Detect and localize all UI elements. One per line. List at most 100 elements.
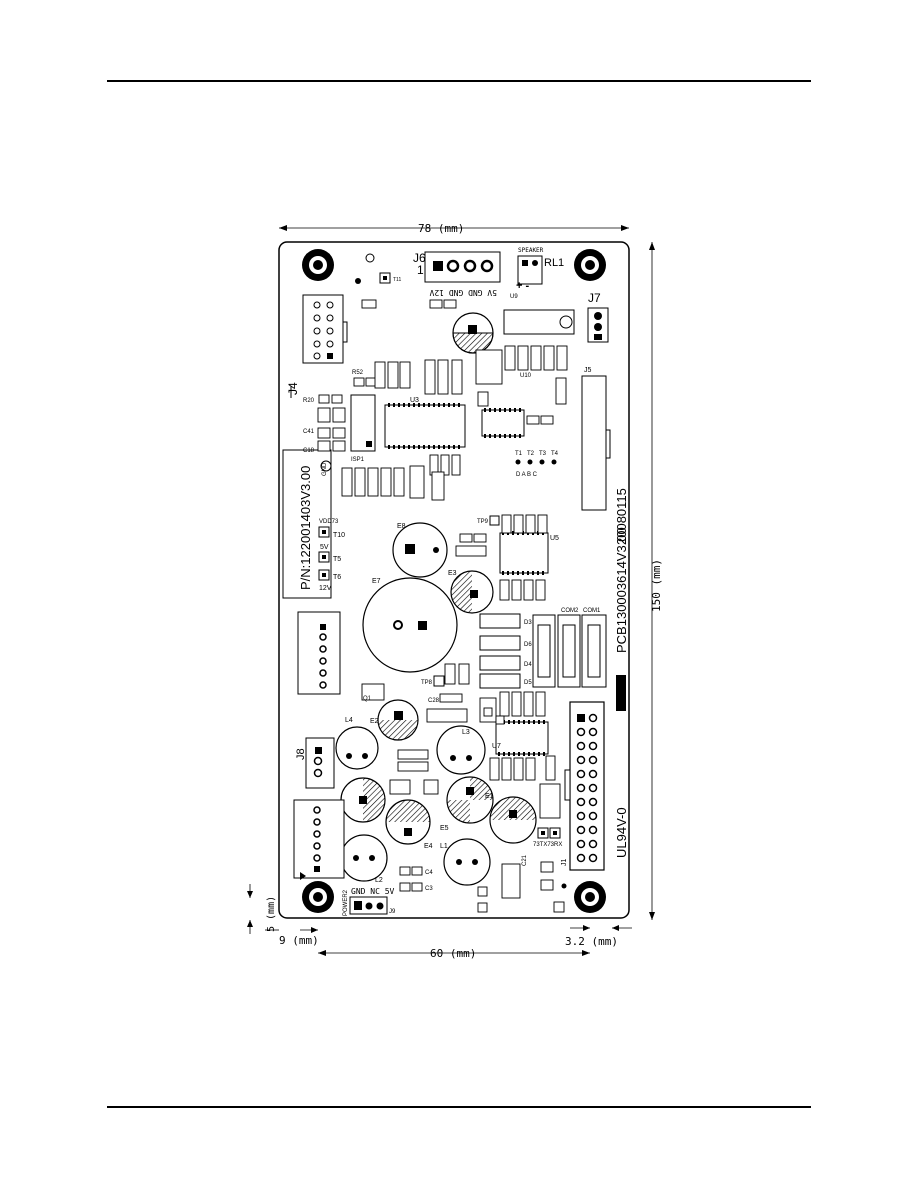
t10-label: T10 [333,532,345,539]
com1-label: COM1 [583,608,601,614]
resistor-r52: R52 [352,370,364,376]
capacitor-c41: C41 [303,429,315,435]
t6-label: T6 [333,574,341,581]
t5-label: T5 [333,556,341,563]
fiducial-mark [355,278,361,284]
board-outline [278,241,630,919]
capacitor-e7: E7 [362,577,458,673]
t4-label: T4 [551,451,559,457]
resistor-r20: R20 [303,398,315,404]
dimension-right-margin: 3.2 (mm) [565,925,632,948]
u3-label: U3 [410,397,419,404]
header-rule [107,80,811,82]
d4-label: D4 [524,662,532,668]
connector-rl1: SPEAKER RL1 + - [516,247,564,292]
rl1-caption: SPEAKER [518,247,544,254]
rl1-polarity: + - [516,280,529,292]
gnd-label: GND [322,462,328,476]
u5-label: U5 [550,535,559,542]
ic-u10: U10 [481,373,532,438]
txrx-label: 73TX73RX [533,842,562,848]
fiducial-mark [365,253,375,263]
connector-j5: J5 [581,367,611,511]
connector-j3 [297,611,341,695]
mounting-hole [302,249,334,281]
connector-j7: J7 [587,291,609,343]
test-point-tp9: TP9 [477,515,500,526]
t3-label: T3 [539,451,547,457]
ul-logo [616,675,626,711]
isp1-label: ISP1 [351,457,365,463]
dimension-height: 150 (mm) [649,242,663,920]
l2-label: L2 [375,877,383,884]
width-label: 78 (mm) [418,222,464,235]
u7-label: U7 [492,743,501,750]
date-code: 20080115 [614,488,629,545]
capacitor-c28: C28 [428,698,440,704]
com2-label: COM2 [561,608,579,614]
inductor-l4: L4 [335,717,379,770]
ic-u7: U7 [492,720,549,756]
capacitor-c4: C4 [425,870,433,876]
test-point-row: T1 T2 T3 T4 D A B C [515,451,559,478]
c3-label: C3 [425,886,433,892]
tp8-label: TP8 [421,680,433,686]
j1-ref: J1 [561,859,568,867]
pcb-code: PCB130003614V3.00 [614,527,629,653]
dimension-bottom-margin: 5 (mm) [247,884,277,934]
test-point-t11: T11 [379,272,401,284]
j6-pin-labels: 5V GND GND 12V [429,288,497,297]
capacitor-e4: E4 [385,799,433,850]
test-point-gnd: GND [322,462,328,476]
transistor-q1: Q1 [363,696,372,702]
q1-label: Q1 [363,696,372,702]
ic-u5: U5 [499,531,559,575]
j6-ref: J6 [413,251,426,265]
mounting-hole [574,249,606,281]
connector-power1 [293,799,345,879]
j5-ref: J5 [584,367,592,374]
part-number: P/N:122001403V3.00 [298,466,313,590]
j9-label: POWER2 [343,889,349,916]
e7-label: E7 [372,578,381,585]
capacitor-c18: C18 [303,448,315,454]
fiducial-mark [320,460,332,472]
dimension-hole-pitch: 60 (mm) [318,947,590,960]
c21-label: C21 [522,854,528,866]
test-point-t5: 5V T5 [318,544,341,563]
c4-label: C4 [425,870,433,876]
e3-label: E3 [448,570,457,577]
j4-ref: J4 [286,382,300,395]
test-point-tp8: TP8 [421,675,445,687]
capacitor-e2: E2 [370,699,419,741]
bottom-margin-label: 5 (mm) [266,896,277,932]
connector-com3 [532,614,556,688]
twelve-v-label: 12V [319,585,332,592]
smd-resistor-array [317,299,568,913]
dimension-width: 78 (mm) [279,222,629,235]
ul-mark: UL94V-0 [614,807,629,858]
hole-pitch-label: 60 (mm) [430,947,476,960]
l4-label: L4 [345,717,353,724]
e8-label: E8 [397,523,406,530]
height-label: 150 (mm) [650,559,663,612]
j7-ref: J7 [588,291,601,305]
connector-j6: J6 1 5V GND GND 12V [413,251,501,297]
diode-d5: D5 [479,673,532,689]
l3-label: L3 [462,729,470,736]
d5-label: D5 [524,680,532,686]
capacitor-e1: E1 [485,793,537,844]
e1-label: E1 [485,793,494,800]
orientation-marker [300,872,306,880]
capacitor-c21: C21 [522,854,528,866]
abcd-label: D A B C [516,472,538,478]
t11-label: T11 [393,277,401,283]
connector-j9: GND NC 5V POWER2 J9 [343,887,396,916]
rl1-ref: RL1 [544,257,564,269]
d3-label: D3 [524,620,532,626]
connector-com1: COM1 [581,608,607,688]
u10-label: U10 [520,373,532,379]
r20-label: R20 [303,398,315,404]
e5-label: E5 [440,825,449,832]
